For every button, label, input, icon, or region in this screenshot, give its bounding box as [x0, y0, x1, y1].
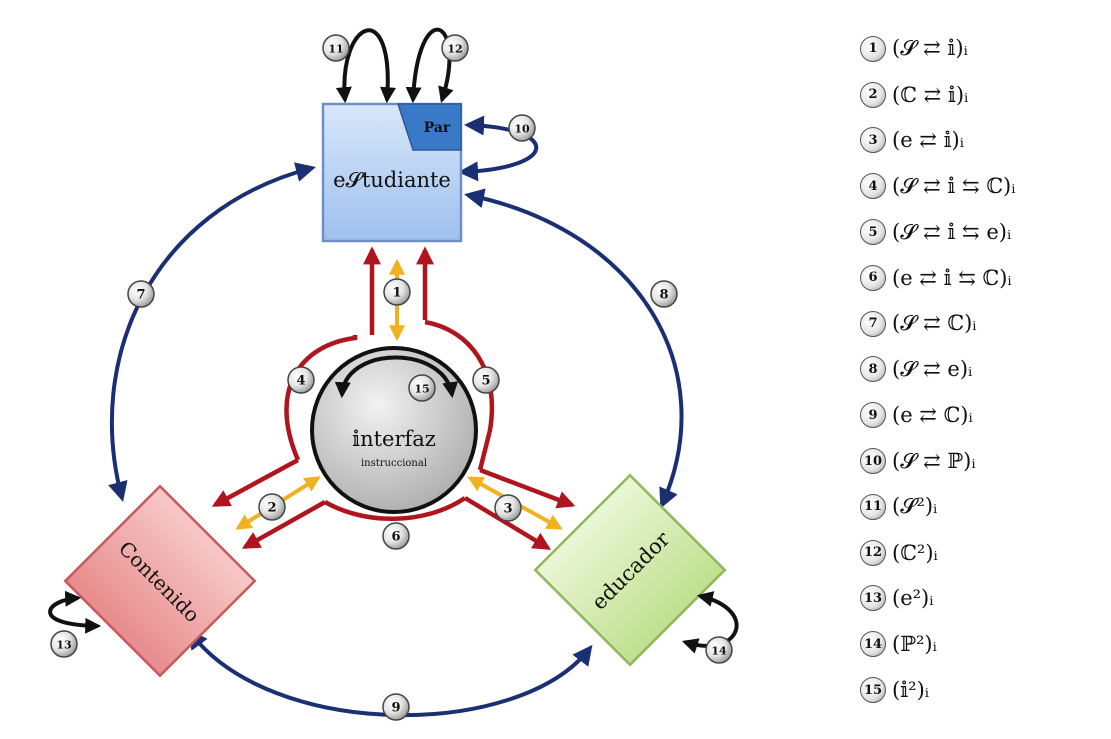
arrow-15-loop	[334, 355, 459, 399]
legend-item: 2(ℂ ⇄ 𝕚)ᵢ	[860, 72, 1105, 118]
legend-number: 14	[860, 631, 886, 658]
legend-number: 13	[860, 585, 886, 612]
legend-number: 5	[860, 219, 886, 246]
legend-item: 6(e ⇄ 𝕚 ⇆ ℂ)ᵢ	[860, 255, 1105, 301]
legend-number: 10	[860, 448, 886, 475]
badge-6: 6	[382, 522, 410, 550]
badge-15: 15	[408, 374, 436, 402]
legend-formula: (𝓢 ⇄ 𝕚 ⇆ ℂ)ᵢ	[892, 173, 1016, 198]
par-label: Par	[424, 120, 451, 136]
badge-number: 12	[447, 43, 462, 56]
legend-formula: (e ⇄ 𝕚)ᵢ	[892, 128, 964, 153]
arrow-11-loop	[335, 28, 396, 104]
educador-node: educador	[533, 473, 727, 667]
legend-item: 5(𝓢 ⇄ 𝕚 ⇆ e)ᵢ	[860, 209, 1105, 255]
legend-formula: (ℙ²)ᵢ	[892, 632, 937, 657]
badge-number: 11	[328, 43, 343, 56]
legend-formula: (𝓢 ⇄ ℂ)ᵢ	[892, 311, 977, 336]
arrow-10-estudiante-par	[458, 115, 539, 182]
badge-number: 10	[514, 123, 530, 136]
badge-13: 13	[50, 630, 78, 658]
legend-number: 1	[860, 35, 886, 62]
arrow-8-estudiante-educador	[464, 188, 684, 509]
badge-14: 14	[705, 636, 733, 664]
legend-number: 4	[860, 173, 886, 200]
legend-number: 12	[860, 539, 886, 566]
legend-number: 11	[860, 493, 886, 520]
badge-7: 7	[127, 280, 155, 308]
legend-number: 3	[860, 127, 886, 154]
estudiante-label: e𝓢tudiante	[333, 168, 451, 192]
arrow-12-loop	[48, 590, 102, 634]
interfaz-sub-label: instruccional	[361, 458, 427, 469]
legend-formula: (𝓢 ⇄ e)ᵢ	[892, 356, 973, 381]
badge-number: 5	[481, 374, 490, 389]
legend-number: 15	[860, 677, 886, 704]
badge-number: 14	[711, 645, 727, 658]
estudiante-node: Par e𝓢tudiante	[321, 102, 463, 243]
badge-3: 3	[494, 494, 522, 522]
badge-number: 7	[136, 288, 145, 303]
legend-number: 2	[860, 81, 886, 108]
legend-number: 7	[860, 310, 886, 337]
legend-item: 14(ℙ²)ᵢ	[860, 621, 1105, 667]
legend-formula: (ℂ²)ᵢ	[892, 540, 938, 565]
badge-number: 6	[391, 530, 400, 545]
badge-number: 9	[391, 701, 400, 716]
badge-4: 4	[287, 366, 315, 394]
legend-formula: (e²)ᵢ	[892, 586, 934, 611]
interaction-diagram: Par e𝓢tudiante Contenido educador 𝕚nterf…	[48, 27, 739, 721]
interfaz-label: 𝕚nterfaz	[352, 427, 436, 451]
arrow-6-bottom	[323, 496, 467, 522]
badge-12: 12	[441, 34, 469, 62]
badge-number: 15	[414, 383, 429, 396]
arrow-14-loop	[405, 27, 454, 104]
badge-5: 5	[472, 366, 500, 394]
badge-10: 10	[508, 114, 536, 142]
legend-item: 9(e ⇄ ℂ)ᵢ	[860, 392, 1105, 438]
badge-number: 13	[56, 639, 71, 652]
legend-number: 6	[860, 264, 886, 291]
legend-formula: (e ⇄ ℂ)ᵢ	[892, 403, 973, 428]
legend-formula: (𝓢²)ᵢ	[892, 494, 938, 519]
badge-9: 9	[382, 693, 410, 721]
badge-number: 3	[503, 502, 512, 517]
legend-number: 8	[860, 356, 886, 383]
legend-formula: (𝕚²)ᵢ	[892, 678, 930, 703]
badge-2: 2	[258, 493, 286, 521]
legend-formula: (𝓢 ⇄ ℙ)ᵢ	[892, 448, 976, 473]
badge-number: 2	[267, 501, 276, 516]
legend-formula: (𝓢 ⇄ 𝕚 ⇆ e)ᵢ	[892, 219, 1012, 244]
legend-item: 10(𝓢 ⇄ ℙ)ᵢ	[860, 438, 1105, 484]
legend-item: 4(𝓢 ⇄ 𝕚 ⇆ ℂ)ᵢ	[860, 163, 1105, 209]
arrow-13-loop	[681, 591, 739, 654]
badge-8: 8	[650, 280, 678, 308]
contenido-node: Contenido	[63, 484, 257, 678]
arrow-5-to-educador	[479, 467, 576, 509]
badge-1: 1	[383, 278, 411, 306]
legend-item: 1(𝓢 ⇄ 𝕚)ᵢ	[860, 26, 1105, 72]
legend-item: 3(e ⇄ 𝕚)ᵢ	[860, 118, 1105, 164]
legend-item: 11(𝓢²)ᵢ	[860, 484, 1105, 530]
par-tab	[396, 103, 462, 151]
arrow-5-red-outer	[424, 319, 495, 471]
legend-item: 8(𝓢 ⇄ e)ᵢ	[860, 347, 1105, 393]
legend-formula: (𝓢 ⇄ 𝕚)ᵢ	[892, 36, 968, 61]
interfaz-node: 𝕚nterfaz instruccional	[310, 346, 478, 514]
legend-formula: (e ⇄ 𝕚 ⇆ ℂ)ᵢ	[892, 265, 1012, 290]
legend-item: 12(ℂ²)ᵢ	[860, 530, 1105, 576]
badge-number: 1	[392, 286, 401, 301]
badge-11: 11	[322, 34, 350, 62]
legend-item: 13(e²)ᵢ	[860, 576, 1105, 622]
legend-item: 7(𝓢 ⇄ ℂ)ᵢ	[860, 301, 1105, 347]
legend-formula: (ℂ ⇄ 𝕚)ᵢ	[892, 82, 969, 107]
legend-item: 15(𝕚²)ᵢ	[860, 667, 1105, 713]
arrow-7-estudiante-contenido	[108, 162, 316, 502]
badge-number: 8	[659, 288, 668, 303]
badge-number: 4	[296, 374, 305, 389]
legend-number: 9	[860, 402, 886, 429]
